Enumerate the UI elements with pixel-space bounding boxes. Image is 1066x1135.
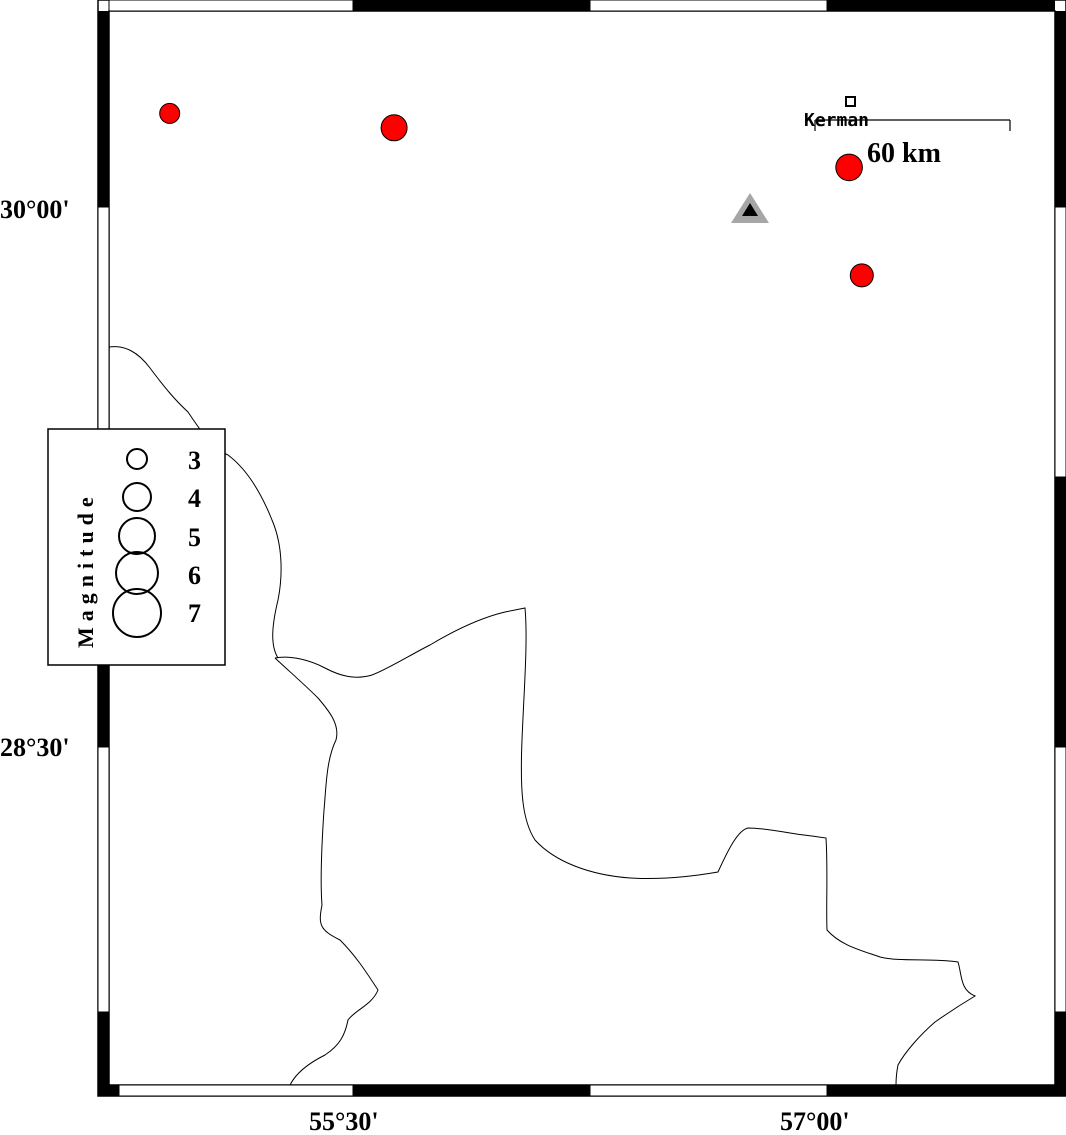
station-triangle-inner-icon <box>742 203 758 216</box>
legend-entry: 3 <box>188 446 201 475</box>
x-tick-label: 57°00' <box>780 1107 850 1135</box>
province-boundary <box>274 607 977 1086</box>
earthquake-event-marker <box>849 263 874 288</box>
events-layer <box>159 102 874 288</box>
earthquake-event-marker <box>159 102 181 124</box>
city-kerman: Kerman <box>804 96 869 131</box>
magnitude-legend: Magnitude 3 4 5 6 7 <box>47 428 226 666</box>
x-tick-label: 55°30' <box>309 1107 379 1135</box>
legend-circle-icon <box>115 551 159 595</box>
legend-entry: 4 <box>188 484 201 513</box>
legend-box <box>47 428 226 666</box>
city-marker-icon <box>845 96 856 107</box>
scale-bar: 60 km <box>814 119 1011 169</box>
earthquake-event-marker <box>835 153 863 182</box>
legend-entry: 5 <box>188 523 201 552</box>
legend-title: Magnitude <box>73 491 98 648</box>
map-area <box>108 10 1056 1086</box>
legend-circle-icon <box>122 482 152 512</box>
legend-circle-icon <box>112 588 162 638</box>
city-label: Kerman <box>804 110 869 131</box>
legend-entry: 7 <box>188 599 201 628</box>
y-tick-label: 28°30' <box>0 733 70 762</box>
legend-entry: 6 <box>188 561 201 590</box>
province-boundary <box>108 346 282 659</box>
earthquake-event-marker <box>380 114 408 142</box>
scale-bar-label: 60 km <box>867 138 941 169</box>
map-frame <box>97 0 1066 1097</box>
province-boundary <box>274 657 379 1086</box>
legend-circle-icon <box>118 517 156 555</box>
station-marker <box>731 193 769 223</box>
legend-circle-icon <box>126 448 148 470</box>
y-tick-label: 30°00' <box>0 195 70 224</box>
